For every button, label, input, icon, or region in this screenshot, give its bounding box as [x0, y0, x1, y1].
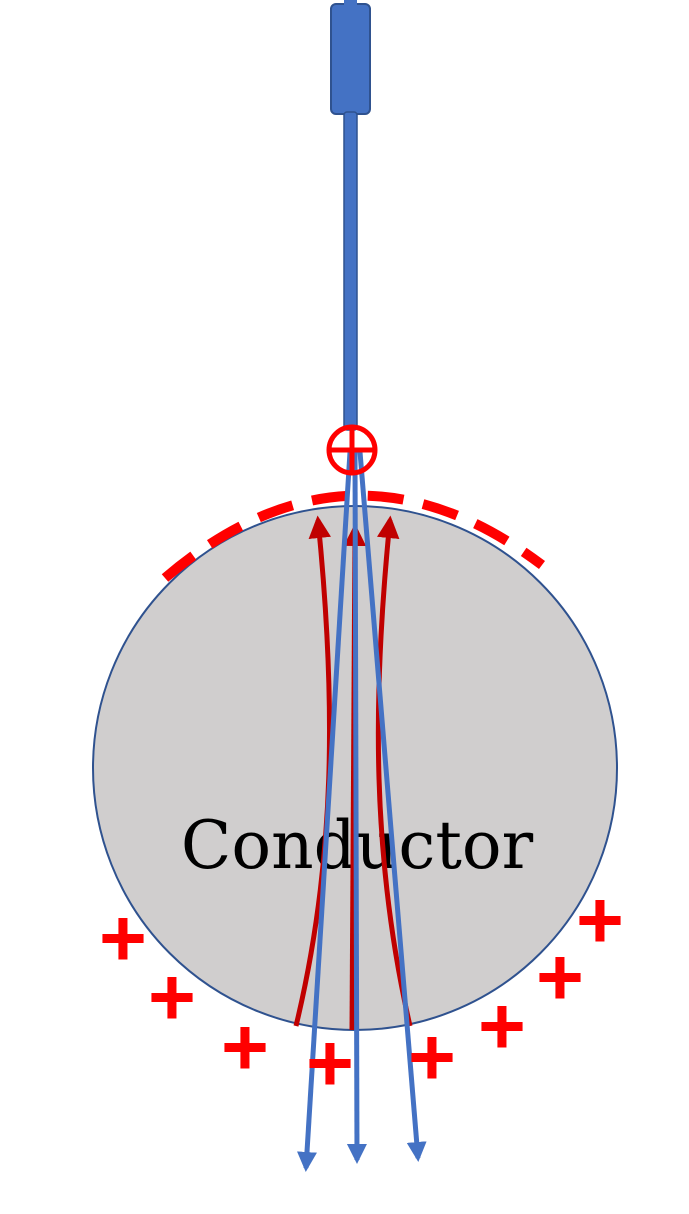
- positive-charge: +: [478, 981, 526, 1072]
- blue-field-line-left: [297, 451, 353, 1172]
- positive-charge: +: [536, 932, 584, 1023]
- blue-field-line-center: [346, 451, 367, 1164]
- probe-cap: [344, 0, 357, 6]
- circled-plus-icon: [326, 424, 378, 476]
- blue-field-line-right: [357, 451, 427, 1162]
- red-field-line-right: [375, 515, 413, 1027]
- positive-charges: + + + + + + + +: [99, 875, 624, 1109]
- probe: [330, 0, 371, 431]
- positive-charge: +: [306, 1018, 354, 1109]
- positive-charge: +: [576, 875, 624, 966]
- probe-rod: [343, 111, 358, 431]
- probe-handle: [330, 3, 371, 115]
- blue-field-lines: [297, 451, 427, 1172]
- positive-charge: +: [408, 1012, 456, 1103]
- positive-charge: +: [99, 893, 147, 984]
- positive-charge: +: [221, 1002, 269, 1093]
- positive-charge: +: [148, 952, 196, 1043]
- induced-negative-charge-arc: [161, 490, 546, 582]
